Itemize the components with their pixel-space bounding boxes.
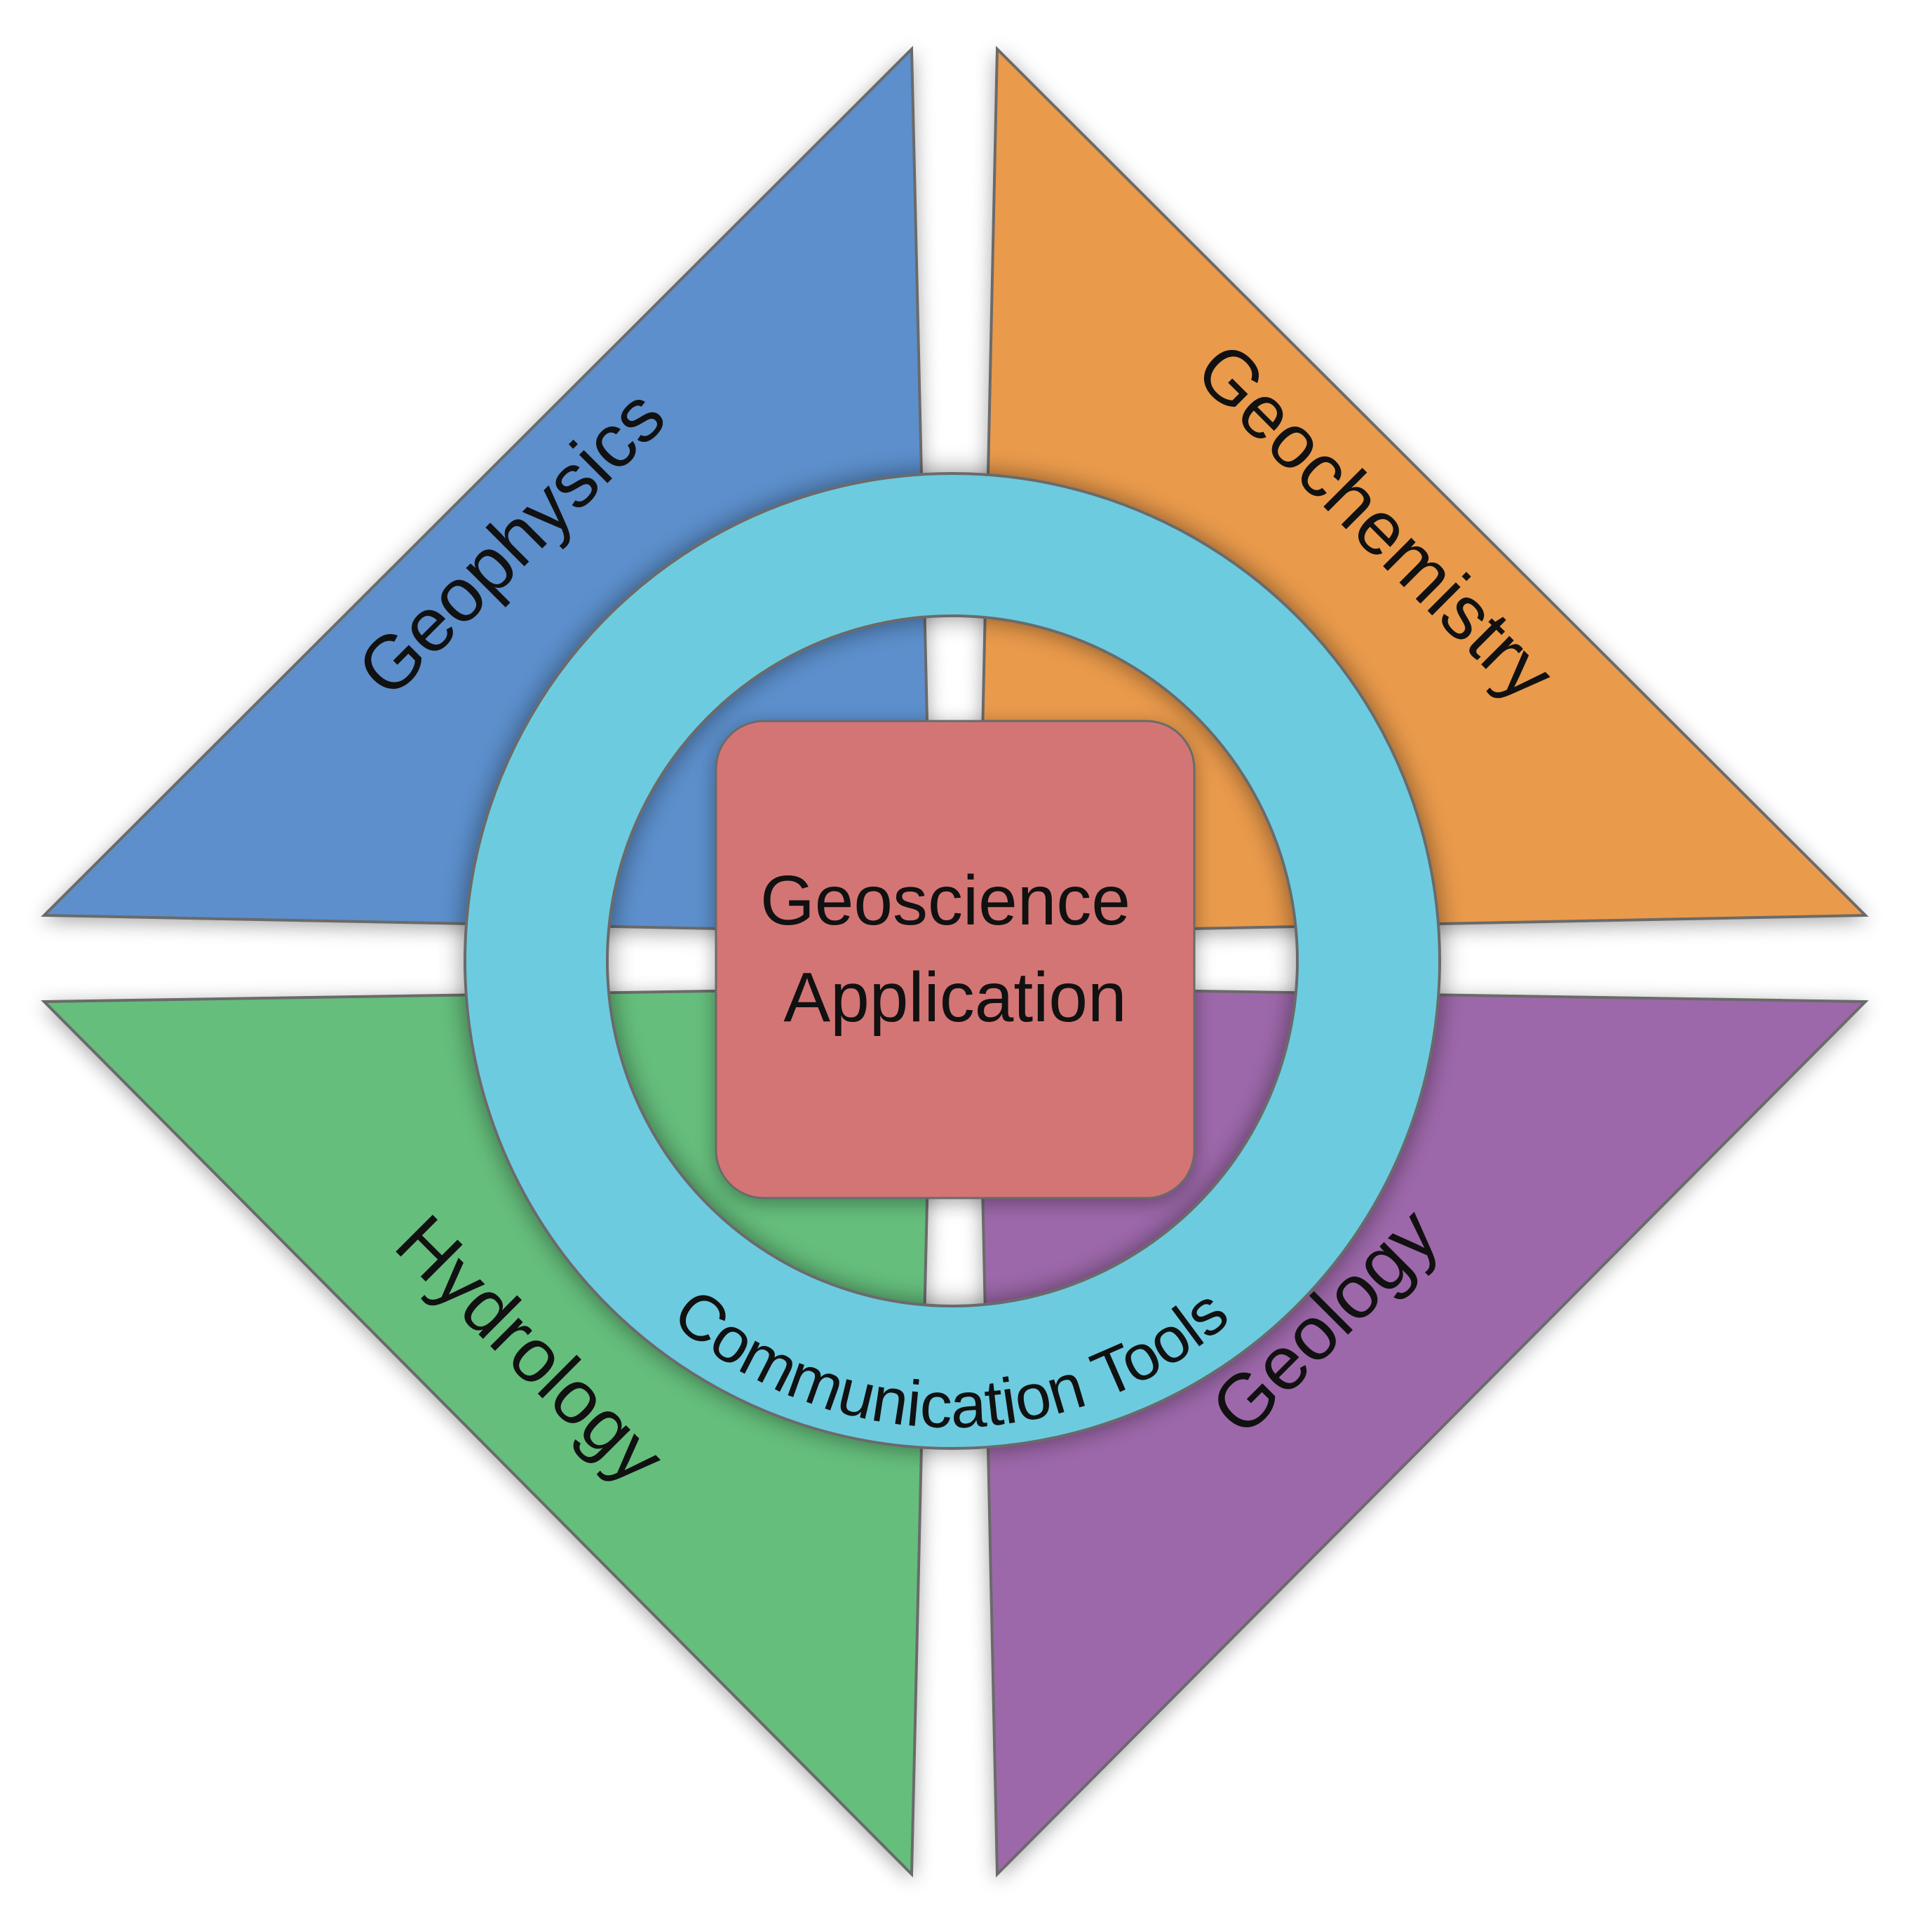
- communication-tools-ring: [464, 472, 1441, 1450]
- geoscience-application-box: [715, 720, 1196, 1199]
- center-title-line2: Application: [783, 958, 1126, 1037]
- center-title-line1: Geoscience: [760, 861, 1130, 940]
